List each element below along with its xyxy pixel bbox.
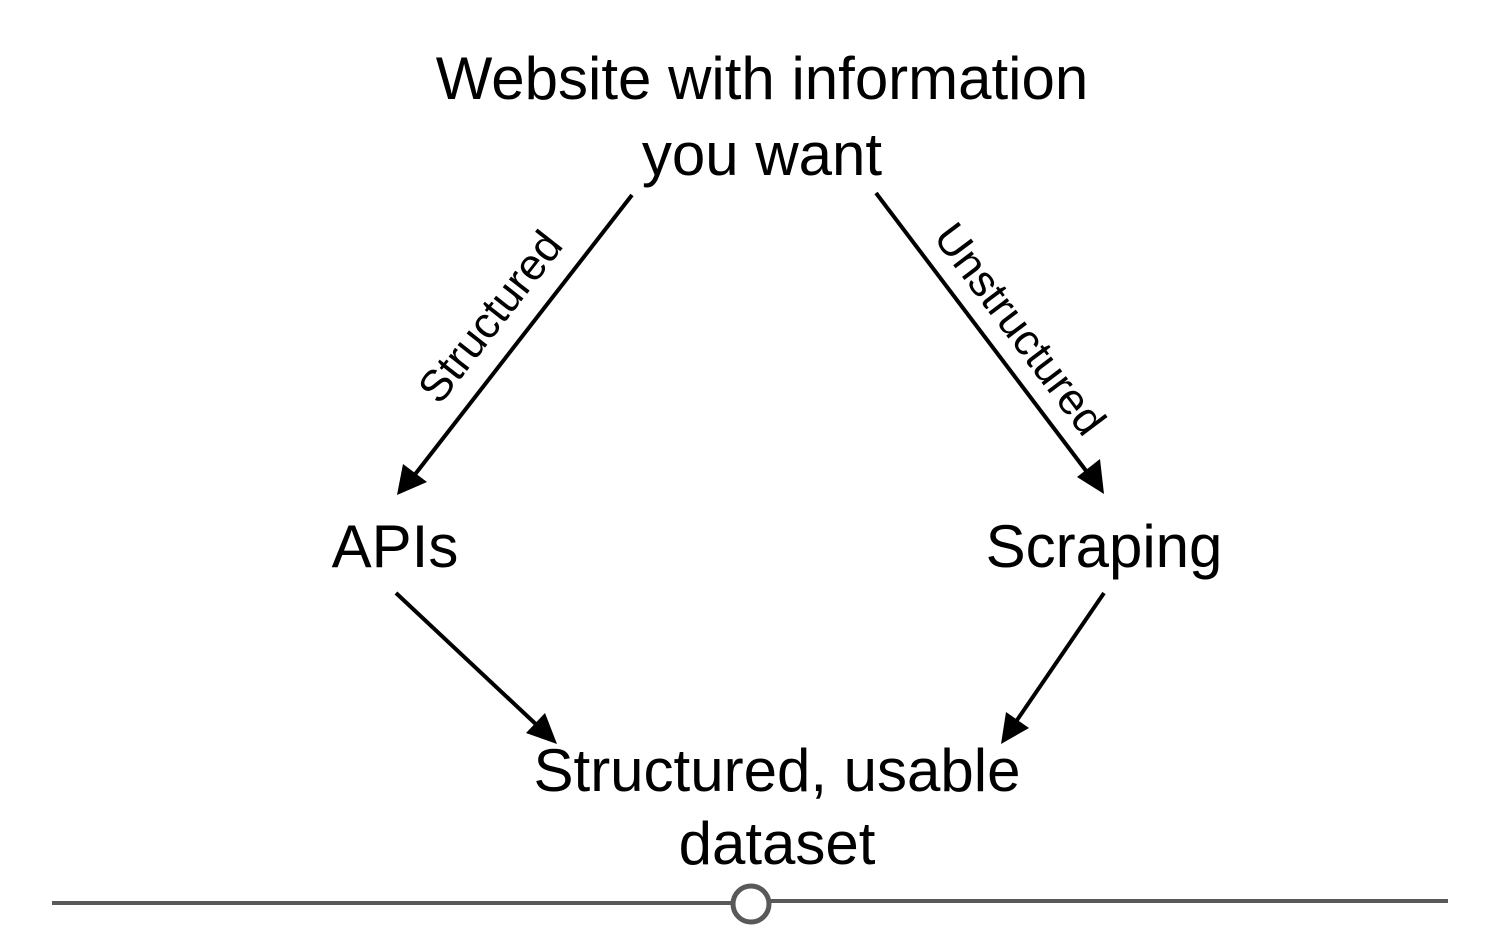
source-node-line2: you want xyxy=(642,121,882,188)
result-node: Structured, usable dataset xyxy=(534,737,1021,877)
apis-to-result-edge xyxy=(394,591,557,744)
apis-to-result-arrowhead xyxy=(526,713,557,744)
source-node: Website with information you want xyxy=(436,45,1089,188)
slide-scrubber[interactable] xyxy=(52,883,1448,925)
result-node-line1: Structured, usable xyxy=(534,737,1021,804)
scraping-node: Scraping xyxy=(986,513,1223,580)
unstructured-edge: Unstructured xyxy=(874,191,1115,494)
unstructured-arrow xyxy=(874,191,1092,478)
scraping-to-result-arrow xyxy=(1011,591,1106,728)
source-node-line1: Website with information xyxy=(436,45,1089,112)
structured-arrow xyxy=(411,193,634,479)
structured-edge-label: Structured xyxy=(409,222,573,412)
structured-edge: Structured xyxy=(397,193,634,495)
apis-node: APIs xyxy=(332,513,459,580)
apis-to-result-arrow xyxy=(394,591,543,731)
scraping-to-result-arrowhead xyxy=(1001,712,1029,744)
unstructured-arrowhead xyxy=(1077,459,1104,494)
scrubber-handle[interactable] xyxy=(730,883,772,925)
structured-arrowhead xyxy=(397,464,427,495)
result-node-line2: dataset xyxy=(679,810,876,877)
unstructured-edge-label: Unstructured xyxy=(924,214,1115,445)
scraping-to-result-edge xyxy=(1001,591,1106,744)
